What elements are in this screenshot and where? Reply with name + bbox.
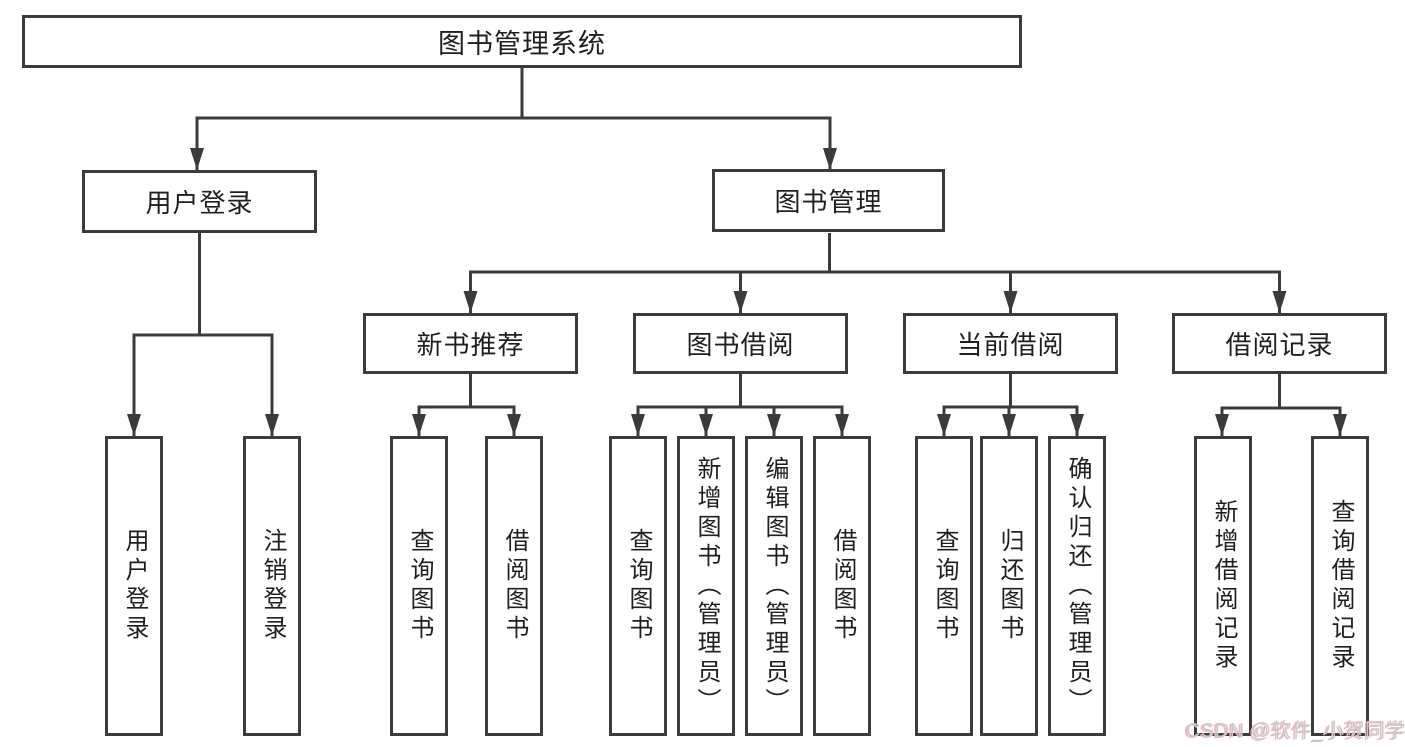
node-user-login: 用户登录 bbox=[82, 170, 317, 233]
node-confirm-return-admin: 确认归还（管理员） bbox=[1048, 436, 1106, 736]
node-current-borrowing: 当前借阅 bbox=[903, 313, 1118, 374]
csdn-watermark: CSDN @软件_小贺同学 bbox=[1186, 720, 1405, 742]
node-borrowing-query-books: 查询图书 bbox=[609, 436, 667, 736]
connector-arrowheads bbox=[127, 148, 1347, 436]
node-borrowing-records: 借阅记录 bbox=[1172, 313, 1387, 374]
node-library-management-system: 图书管理系统 bbox=[22, 15, 1022, 68]
node-add-borrow-record: 新增借阅记录 bbox=[1194, 436, 1252, 736]
node-new-book-recommendation: 新书推荐 bbox=[363, 313, 578, 374]
node-recommend-borrow-books: 借阅图书 bbox=[485, 436, 543, 736]
node-borrowing-borrow-books: 借阅图书 bbox=[813, 436, 871, 736]
node-book-management: 图书管理 bbox=[712, 169, 945, 232]
node-current-query-books: 查询图书 bbox=[915, 436, 973, 736]
node-query-borrow-record: 查询借阅记录 bbox=[1311, 436, 1369, 736]
node-return-books: 归还图书 bbox=[980, 436, 1038, 736]
node-book-borrowing: 图书借阅 bbox=[633, 313, 848, 374]
node-recommend-query-books: 查询图书 bbox=[390, 436, 448, 736]
connector-lines bbox=[132, 68, 1342, 436]
node-logout-leaf: 注销登录 bbox=[243, 436, 301, 736]
node-user-login-leaf: 用户登录 bbox=[105, 436, 163, 736]
node-edit-books-admin: 编辑图书（管理员） bbox=[745, 436, 803, 736]
node-add-books-admin: 新增图书（管理员） bbox=[677, 436, 735, 736]
